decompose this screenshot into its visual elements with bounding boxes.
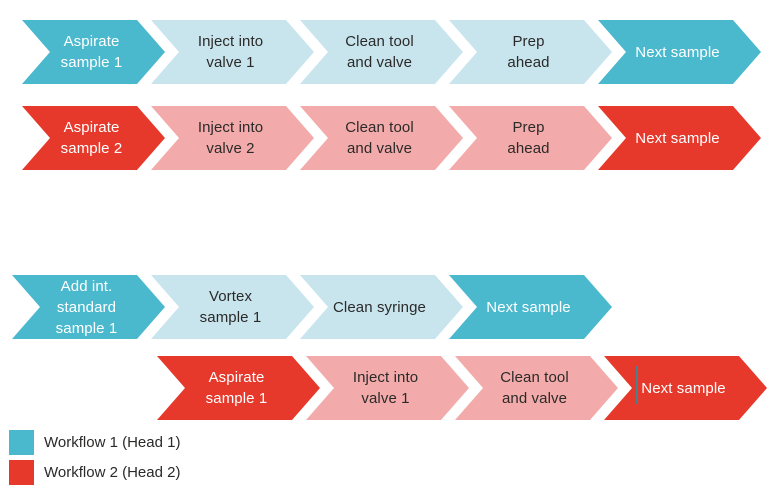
workflow-step-label-line: Vortex: [208, 288, 253, 305]
workflow-step-label: Clean tool and valve: [455, 356, 618, 420]
workflow-step-label-line: Next sample: [635, 43, 720, 61]
workflow-step: Prep ahead: [449, 106, 612, 170]
workflow-step: Next sample: [598, 106, 761, 170]
workflow-step-label-line: ahead: [507, 140, 550, 157]
workflow-step: Clean syringe: [300, 275, 463, 339]
workflow-step-label: Vortex sample 1: [151, 275, 314, 339]
workflow-step-label: Inject into valve 2: [151, 106, 314, 170]
workflow-step: Aspirate sample 2: [22, 106, 165, 170]
workflow-step: Next sample: [604, 356, 767, 420]
workflow-step-label-line: sample 1: [199, 309, 262, 326]
workflow-step-label: Aspirate sample 2: [22, 106, 165, 170]
workflow-step-label-line: sample 2: [60, 140, 123, 157]
legend: Workflow 1 (Head 1) Workflow 2 (Head 2): [9, 430, 180, 490]
workflow-step: Prep ahead: [449, 20, 612, 84]
legend-swatch-workflow-2: [9, 460, 34, 485]
workflow-step: Inject into valve 1: [306, 356, 469, 420]
legend-item-workflow-2: Workflow 2 (Head 2): [9, 460, 180, 485]
workflow-step-label-line: valve 1: [361, 390, 410, 407]
workflow-step-label-line: Clean syringe: [332, 298, 426, 316]
workflow-step-label-line: Aspirate: [63, 33, 120, 50]
legend-label-workflow-2: Workflow 2 (Head 2): [44, 464, 181, 481]
workflow-step-label: Prep ahead: [449, 20, 612, 84]
workflow-step: Inject into valve 1: [151, 20, 314, 84]
workflow-step-label-line: Inject into: [197, 33, 264, 50]
workflow-step-label-line: valve 1: [206, 54, 255, 71]
workflow-step: Clean tool and valve: [455, 356, 618, 420]
workflow-step: Next sample: [449, 275, 612, 339]
workflow-step: Aspirate sample 1: [157, 356, 320, 420]
workflow-step-label-line: ahead: [507, 54, 550, 71]
workflow-step-label: Aspirate sample 1: [22, 20, 165, 84]
workflow-step: Clean tool and valve: [300, 20, 463, 84]
workflow-step: Next sample: [598, 20, 761, 84]
workflow-step-label-line: and valve: [501, 390, 568, 407]
workflow-step-label-line: and valve: [346, 140, 413, 157]
workflow-step-label-line: Clean tool: [345, 33, 414, 50]
workflow-step: Add int. standard sample 1: [12, 275, 165, 339]
workflow-step: Vortex sample 1: [151, 275, 314, 339]
workflow-step-label-line: sample 1: [60, 54, 123, 71]
workflow-step-label: Next sample: [604, 356, 767, 420]
workflow-step-label-line: Inject into: [197, 119, 264, 136]
workflow-step-label-line: sample 1: [205, 390, 268, 407]
workflow-step-label: Clean syringe: [300, 275, 463, 339]
workflow-step-label-line: Prep: [512, 33, 545, 50]
workflow-step: Inject into valve 2: [151, 106, 314, 170]
workflow-step: Aspirate sample 1: [22, 20, 165, 84]
workflow-step-label-line: Add int. standard: [56, 277, 117, 316]
workflow-step-label: Inject into valve 1: [306, 356, 469, 420]
workflow-step-label: Aspirate sample 1: [157, 356, 320, 420]
workflow-step-label-line: Next sample: [486, 298, 571, 316]
text-cursor-artifact: [636, 366, 638, 404]
workflow-step-label-line: Prep: [512, 119, 545, 136]
workflow-step-label-line: Aspirate: [63, 119, 120, 136]
workflow-step-label-line: Clean tool: [500, 369, 569, 386]
workflow-step: Clean tool and valve: [300, 106, 463, 170]
workflow-step-label-line: Inject into: [352, 369, 419, 386]
workflow-step-label: Next sample: [598, 20, 761, 84]
workflow-step-label-line: Next sample: [635, 129, 720, 147]
legend-label-workflow-1: Workflow 1 (Head 1): [44, 434, 181, 451]
workflow-step-label: Next sample: [598, 106, 761, 170]
workflow-step-label-line: valve 2: [206, 140, 255, 157]
workflow-step-label: Clean tool and valve: [300, 106, 463, 170]
workflow-step-label-line: and valve: [346, 54, 413, 71]
workflow-step-label-line: sample 1: [55, 319, 118, 337]
workflow-step-label: Next sample: [449, 275, 612, 339]
workflow-step-label: Clean tool and valve: [300, 20, 463, 84]
workflow-step-label: Prep ahead: [449, 106, 612, 170]
workflow-step-label: Inject into valve 1: [151, 20, 314, 84]
legend-swatch-workflow-1: [9, 430, 34, 455]
workflow-step-label-line: Aspirate: [208, 369, 265, 386]
workflow-step-label: Add int. standard sample 1: [12, 275, 165, 339]
legend-item-workflow-1: Workflow 1 (Head 1): [9, 430, 180, 455]
workflow-step-label-line: Next sample: [641, 379, 726, 397]
workflow-step-label-line: Clean tool: [345, 119, 414, 136]
